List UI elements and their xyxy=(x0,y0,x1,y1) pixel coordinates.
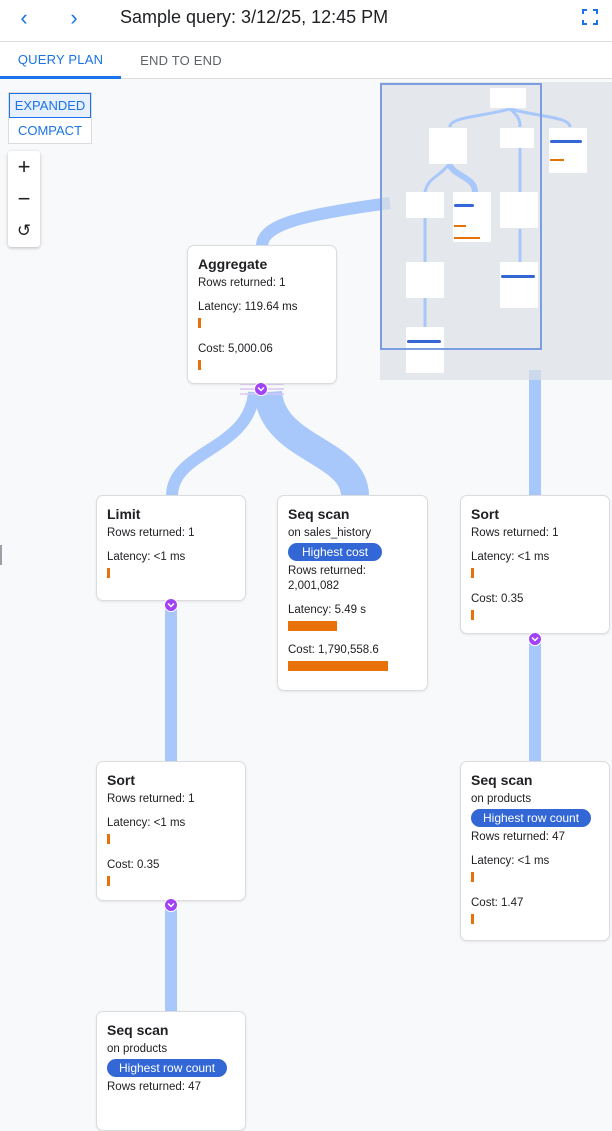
cost: Cost: 0.35 xyxy=(471,593,524,605)
table-name: on products xyxy=(471,793,532,805)
edge-aggregate-limit xyxy=(166,391,260,497)
latency: Latency: <1 ms xyxy=(471,855,550,867)
fullscreen-icon[interactable] xyxy=(582,9,598,25)
rows-returned: Rows returned: 1 xyxy=(107,527,195,539)
minimap[interactable] xyxy=(380,82,612,380)
minimap-bar xyxy=(454,225,466,227)
highest-row-count-badge: Highest row count xyxy=(471,809,592,827)
cost-bar xyxy=(107,876,110,886)
minimap-badge xyxy=(407,340,441,343)
zoom-controls: + − ↺ xyxy=(8,151,40,247)
rows-returned-label: Rows returned: xyxy=(288,565,366,577)
node-title: Sort xyxy=(471,506,499,522)
node-limit[interactable]: Limit Rows returned: 1 Latency: <1 ms xyxy=(96,495,246,601)
cost: Cost: 1.47 xyxy=(471,897,524,909)
tab-bar: QUERY PLAN END TO END xyxy=(0,42,612,79)
chevron-left-icon[interactable]: ‹ xyxy=(20,5,28,30)
cost-bar xyxy=(288,661,388,671)
reset-icon[interactable]: ↺ xyxy=(16,221,32,240)
edge-to-parent xyxy=(256,197,391,247)
compact-button[interactable]: COMPACT xyxy=(17,123,83,138)
node-aggregate[interactable]: Aggregate Rows returned: 1 Latency: 119.… xyxy=(187,245,337,384)
minimap-badge xyxy=(454,204,474,207)
zoom-out-icon[interactable]: − xyxy=(17,186,31,211)
minimap-bar xyxy=(454,237,480,239)
highest-cost-badge: Highest cost xyxy=(288,543,383,561)
latency: Latency: <1 ms xyxy=(471,551,550,563)
latency-bar xyxy=(471,872,474,882)
node-sort-left[interactable]: Sort Rows returned: 1 Latency: <1 ms Cos… xyxy=(96,761,246,901)
rows-returned: Rows returned: 1 xyxy=(107,793,195,805)
header: ‹ › Sample query: 3/12/25, 12:45 PM xyxy=(0,0,612,42)
collapse-chevron-icon[interactable] xyxy=(164,598,178,612)
node-title: Limit xyxy=(107,506,141,522)
node-title: Seq scan xyxy=(288,506,350,522)
plan-edges xyxy=(165,197,541,1012)
zoom-in-icon[interactable]: + xyxy=(17,154,31,179)
scrollbar[interactable] xyxy=(0,545,2,565)
cost: Cost: 5,000.06 xyxy=(198,343,273,355)
latency-bar xyxy=(471,568,474,578)
edge-aggregate-seqscan xyxy=(254,389,369,498)
collapse-chevron-icon[interactable] xyxy=(164,898,178,912)
node-title: Seq scan xyxy=(107,1022,169,1038)
minimap-badge xyxy=(550,140,582,143)
rows-returned: Rows returned: 1 xyxy=(198,277,286,289)
rows-returned-value: 2,001,082 xyxy=(288,580,340,592)
latency: Latency: 119.64 ms xyxy=(198,301,298,313)
minimap-node xyxy=(406,262,444,298)
minimap-node xyxy=(453,192,491,242)
node-title: Sort xyxy=(107,772,135,788)
node-seq-scan-products-left[interactable]: Seq scan on products Highest row count R… xyxy=(96,1011,246,1131)
minimap-node xyxy=(500,262,538,308)
latency-bar xyxy=(198,318,201,328)
cost-bar xyxy=(198,360,201,370)
latency-bar xyxy=(107,568,110,578)
rows-returned: Rows returned: 47 xyxy=(107,1081,201,1093)
cost: Cost: 1,790,558.6 xyxy=(288,644,379,656)
tab-end-to-end[interactable]: END TO END xyxy=(140,53,222,68)
minimap-node xyxy=(500,128,534,148)
latency-bar xyxy=(288,621,337,631)
minimap-bar xyxy=(550,159,564,161)
minimap-node xyxy=(406,192,444,218)
node-title: Aggregate xyxy=(198,256,268,272)
page-title: Sample query: 3/12/25, 12:45 PM xyxy=(120,7,389,27)
minimap-node xyxy=(500,192,538,228)
chevron-right-icon[interactable]: › xyxy=(70,5,78,30)
latency: Latency: <1 ms xyxy=(107,551,186,563)
collapse-chevron-icon[interactable] xyxy=(528,632,542,646)
cost: Cost: 0.35 xyxy=(107,859,160,871)
tab-query-plan[interactable]: QUERY PLAN xyxy=(0,42,121,79)
latency: Latency: 5.49 s xyxy=(288,604,366,616)
table-name: on sales_history xyxy=(288,527,372,539)
table-name: on products xyxy=(107,1043,168,1055)
cost-bar xyxy=(471,610,474,620)
latency: Latency: <1 ms xyxy=(107,817,186,829)
minimap-node xyxy=(429,128,467,164)
cost-bar xyxy=(471,914,474,924)
node-title: Seq scan xyxy=(471,772,533,788)
latency-bar xyxy=(107,834,110,844)
minimap-node xyxy=(490,88,526,108)
node-sort-right[interactable]: Sort Rows returned: 1 Latency: <1 ms Cos… xyxy=(460,495,610,634)
highest-row-count-badge: Highest row count xyxy=(107,1059,228,1077)
node-seq-scan-products-right[interactable]: Seq scan on products Highest row count R… xyxy=(460,761,610,941)
expanded-button[interactable]: EXPANDED xyxy=(9,93,91,118)
minimap-viewport[interactable] xyxy=(380,83,542,350)
rows-returned: Rows returned: 1 xyxy=(471,527,559,539)
minimap-node xyxy=(549,128,587,173)
minimap-node xyxy=(406,327,444,373)
node-seq-scan-sales-history[interactable]: Seq scan on sales_history Highest cost R… xyxy=(277,495,428,691)
minimap-edges xyxy=(423,107,572,327)
rows-returned: Rows returned: 47 xyxy=(471,831,565,843)
collapse-chevron-icon[interactable] xyxy=(254,382,268,396)
view-toggle: EXPANDED COMPACT xyxy=(8,92,92,144)
minimap-badge xyxy=(501,275,535,278)
